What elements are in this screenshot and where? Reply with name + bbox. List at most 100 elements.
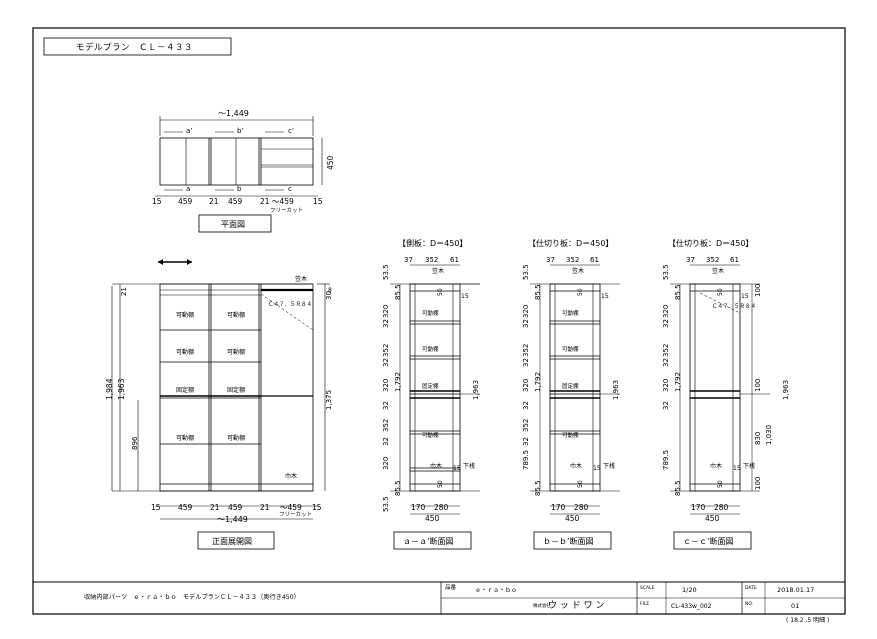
front-shelf-movable-2r: 可動棚 <box>227 348 245 356</box>
plan-dim-15-left: 15 <box>152 197 162 206</box>
front-right-dim-30: 30 <box>325 291 333 300</box>
section-c: 【仕切り板：D＝450】 37 352 61 笠木 53.5 85.5 320 … <box>662 238 790 550</box>
front-shelf-movable-1l: 可動棚 <box>176 311 194 319</box>
front-shelf-fixed-l: 固定棚 <box>176 386 194 394</box>
section-b-left-32-d: 32 <box>522 437 530 446</box>
section-c-top-37: 37 <box>686 256 695 264</box>
plan-caption: 平面図 <box>221 220 245 229</box>
section-b-left-85-bottom: 85.5 <box>534 480 542 496</box>
section-b-right-1963: 1,963 <box>612 380 620 400</box>
section-a-left-1792: 1,792 <box>394 372 402 392</box>
plan-dim-459-a: 459 <box>178 197 193 206</box>
plan-depth: 450 <box>326 155 335 170</box>
front-dim-15-right: 15 <box>312 503 322 512</box>
front-elevation: 21 1,984 1,963 896 可動棚 可動棚 可動棚 可動棚 固定棚 固… <box>105 259 333 550</box>
section-b-small-15-top: 15 <box>601 293 609 300</box>
section-c-cover: 笠木 <box>712 267 724 275</box>
plan-section-mark-c-top: c’ <box>288 127 294 135</box>
section-a-cover: 笠木 <box>432 267 444 275</box>
title-block-scale: 1/20 <box>682 586 697 594</box>
section-a-left-53-bottom: 53.5 <box>382 496 390 512</box>
section-a-small-50-top: 50 <box>437 288 444 296</box>
section-b-top-37: 37 <box>546 256 555 264</box>
section-c-diag-label: Ｃ４７．５Ｒ８４ <box>712 303 756 310</box>
front-diag-label: Ｃ４７．５Ｒ８４ <box>268 301 312 308</box>
title-block-brand: ｅ・ｒａ・ｂｏ <box>475 586 517 594</box>
section-a-left-32-c: 32 <box>382 401 390 410</box>
plan-section-mark-b-top: b’ <box>237 127 244 135</box>
section-a-left-32-d: 32 <box>382 437 390 446</box>
section-c-left-320-b: 320 <box>662 379 670 392</box>
section-c-left-32-c: 32 <box>662 401 670 410</box>
section-c-left-789: 789.5 <box>662 450 670 470</box>
section-b-bottom-170: 170 <box>551 503 566 512</box>
front-right-dim-1375: 1,375 <box>325 390 333 410</box>
section-a-base-label: 巾木 <box>430 462 442 470</box>
front-right-dim-8: 8 <box>328 287 332 294</box>
section-b-left-352-b: 352 <box>522 419 530 432</box>
section-c-left-1792: 1,792 <box>674 372 682 392</box>
section-a-label-fixed: 固定棚 <box>422 382 439 390</box>
title-block-maker-label: 株式会社 <box>533 602 551 609</box>
section-c-left-320-a: 320 <box>662 305 670 318</box>
section-c-bottom-280: 280 <box>714 503 729 512</box>
front-top-gap: 21 <box>120 287 128 296</box>
plan-dim-459-b: 459 <box>228 197 243 206</box>
front-caption: 正面展開図 <box>212 537 252 546</box>
section-a-left-32-b: 32 <box>382 358 390 367</box>
front-height-inner: 1,963 <box>117 378 126 400</box>
section-a-bottom-450: 450 <box>425 514 440 523</box>
front-cover-label: 笠木 <box>295 275 307 283</box>
section-c-left-352-a: 352 <box>662 344 670 357</box>
section-b-label-movable-1: 可動棚 <box>562 309 579 317</box>
section-c-small-50-bottom: 50 <box>717 480 724 488</box>
section-b-caption: ｂ－ｂ’断面図 <box>543 536 594 546</box>
section-b-left-1792: 1,792 <box>534 372 542 392</box>
sheet-border <box>32 27 846 615</box>
section-b-bottom-450: 450 <box>565 514 580 523</box>
plan-section-mark-c-bottom: c <box>288 185 292 193</box>
front-shelf-movable-1r: 可動棚 <box>227 311 245 319</box>
section-c-small-15-bottom: 15 <box>733 465 741 472</box>
front-height-outer: 1,984 <box>105 378 114 400</box>
section-b-cover: 笠木 <box>572 267 584 275</box>
title-block-date-label: DATE <box>745 585 757 591</box>
section-a-left-320-a: 320 <box>382 305 390 318</box>
section-b-left-32-c: 32 <box>522 401 530 410</box>
front-height-lower: 896 <box>131 436 139 450</box>
section-c-bottom-170: 170 <box>691 503 706 512</box>
section-a-left-85-top: 85.5 <box>394 284 402 300</box>
section-c-left-85-bottom: 85.5 <box>674 480 682 496</box>
front-dim-459-b: 459 <box>228 503 243 512</box>
section-c-left-32-b: 32 <box>662 358 670 367</box>
section-c-right-1963: 1,963 <box>782 380 790 400</box>
title-block-no: 01 <box>791 602 799 610</box>
section-c-top-61: 61 <box>730 256 739 264</box>
plan-section-mark-b-bottom: b <box>237 185 242 193</box>
section-b-left-352-a: 352 <box>522 344 530 357</box>
section-b-left-789: 789.5 <box>522 450 530 470</box>
section-a-label-movable-2: 可動棚 <box>422 345 439 353</box>
section-b-bottom-280: 280 <box>574 503 589 512</box>
title-block-maker: ウ ッ ド ワ ン <box>548 600 604 611</box>
section-a-small-50-bottom: 50 <box>437 480 444 488</box>
plan-section-mark-a-top: a’ <box>186 127 193 135</box>
plan-dim-21-a: 21 <box>209 197 219 206</box>
section-a-base-rail: 下桟 <box>463 462 475 470</box>
section-b-top-61: 61 <box>590 256 599 264</box>
title-block-brand-label: 品番 <box>445 584 457 591</box>
section-a-bottom-280: 280 <box>434 503 449 512</box>
plan-dim-21-459: 21 ～459 <box>260 197 294 206</box>
section-b-label-movable-3: 可動棚 <box>562 431 579 439</box>
section-a-top-352: 352 <box>425 256 438 264</box>
section-c-small-15-top: 15 <box>741 293 749 300</box>
section-a-heading: 【側板：D＝450】 <box>398 238 467 248</box>
section-c-left-85-top: 85.5 <box>674 284 682 300</box>
section-b-top-352: 352 <box>566 256 579 264</box>
front-dim-459-c: ～459 <box>280 503 302 512</box>
section-a-right-1963: 1,963 <box>472 380 480 400</box>
front-shelf-movable-3l: 可動棚 <box>176 434 194 442</box>
plan-view: ～1,449 a’ b’ c’ a b c 450 15 459 21 459 … <box>152 109 335 233</box>
title-block-file-label: FILE <box>640 601 649 607</box>
